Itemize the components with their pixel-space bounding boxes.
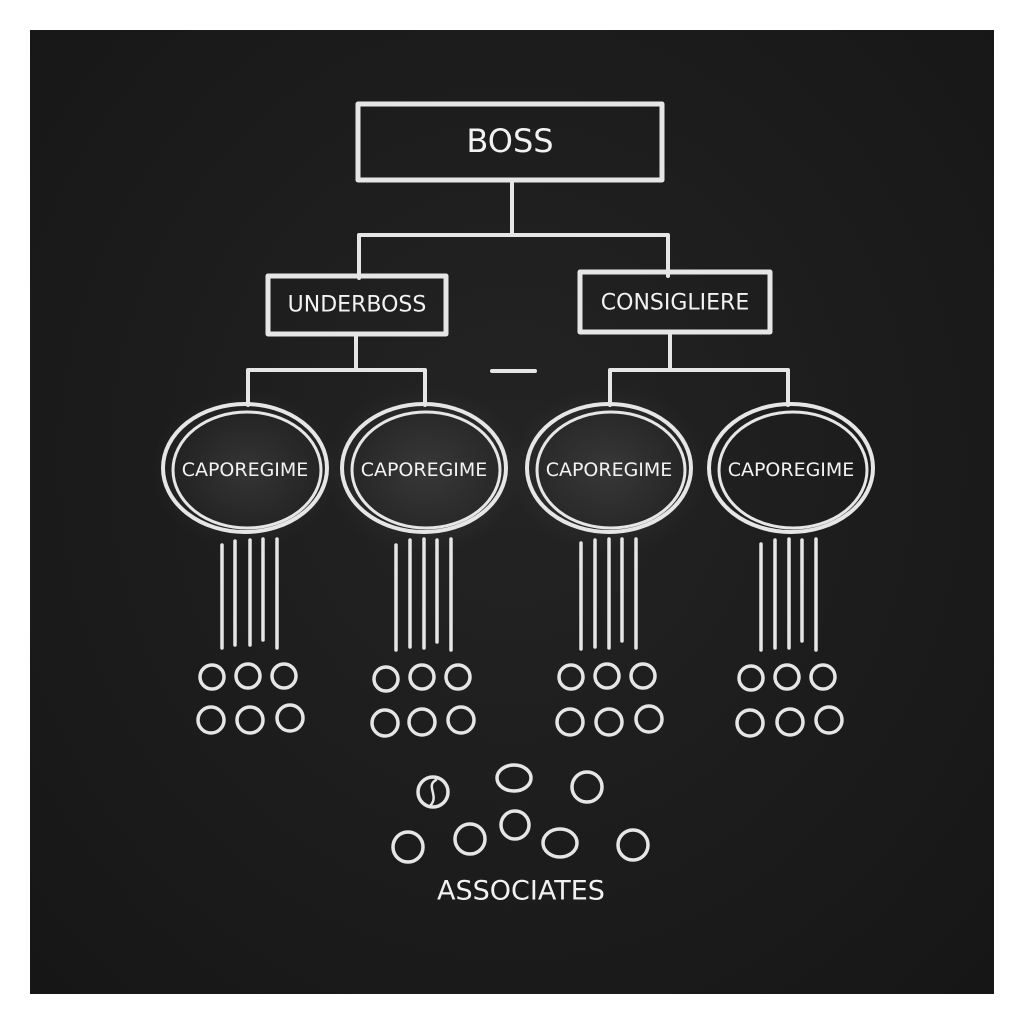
node-underboss: UNDERBOSS [265, 273, 449, 337]
capo-label: CAPOREGIME [182, 459, 309, 481]
associates-cluster [391, 763, 650, 864]
associates-label: ASSOCIATES [437, 876, 605, 907]
connector-boss [357, 178, 670, 280]
soldiers [196, 662, 844, 738]
capo-label: CAPOREGIME [361, 459, 488, 481]
node-consigliere: CONSIGLIERE [577, 269, 773, 335]
capo-label: CAPOREGIME [546, 459, 673, 481]
capo-2: CAPOREGIME [324, 385, 524, 555]
soldier-lines [220, 537, 818, 652]
capo-3: CAPOREGIME [509, 385, 709, 555]
capo-label: CAPOREGIME [728, 459, 855, 481]
connector-tier2 [246, 330, 790, 407]
node-boss: BOSS [355, 101, 665, 183]
consigliere-label: CONSIGLIERE [601, 291, 749, 316]
capo-4: CAPOREGIME [707, 402, 875, 534]
boss-label: BOSS [466, 122, 553, 160]
capo-1: CAPOREGIME [150, 390, 340, 550]
underboss-label: UNDERBOSS [288, 293, 427, 318]
